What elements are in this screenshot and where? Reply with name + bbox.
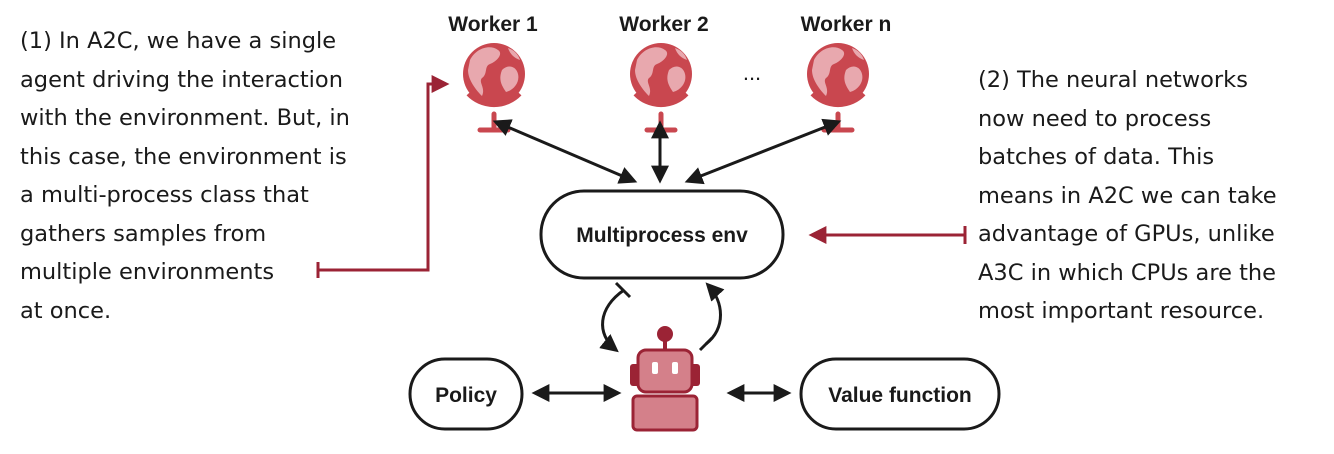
worker-2-label: Worker 2 [619,13,709,36]
worker-n-globe-icon [807,43,869,130]
multiprocess-env-node [539,189,785,280]
worker-1-env-arrow [492,119,638,184]
worker-1-label: Worker 1 [448,13,538,36]
right-note-connector [812,226,967,244]
right-annotation-line: now need to process [978,105,1212,132]
right-annotation-line: A3C in which CPUs are the [978,259,1277,286]
env-to-agent-arrow [599,288,625,353]
env-to-agent-arrow-tail [614,281,632,299]
right-annotation-line: advantage of GPUs, unlike [978,221,1275,247]
left-note-connector [316,84,446,278]
multiprocess-env-label: Multiprocess env [576,224,748,247]
left-annotation-line: (1) In A2C, we have a single [20,28,337,54]
left-annotation: (1) In A2C, we have a single agent drivi… [20,22,350,330]
value-function-node [799,357,1001,431]
left-annotation-line: multiple environments [20,259,275,285]
policy-label: Policy [435,384,497,407]
right-annotation-line: most important resource. [978,298,1265,324]
agent-robot-icon [630,326,700,432]
left-annotation-line: with the environment. But, in [20,105,350,131]
left-annotation-line: this case, the environment is [20,143,347,170]
workers-ellipsis: ... [743,60,761,85]
right-annotation-line: means in A2C we can take [978,182,1277,209]
worker-n-env-arrow [684,118,842,185]
right-annotation-line: batches of data. This [978,144,1215,170]
value-function-label: Value function [828,384,972,407]
agent-to-env-arrow [705,282,725,346]
policy-node [408,357,524,431]
right-annotation: (2) The neural networks now need to proc… [978,61,1277,331]
left-annotation-line: a multi-process class that [20,182,309,208]
left-annotation-line: at once. [20,297,112,324]
left-annotation-line: agent driving the interaction [20,66,343,93]
agent-to-env-arrow-tail [698,336,714,352]
worker-2-globe-icon [630,43,692,130]
right-annotation-line: (2) The neural networks [978,67,1248,93]
worker-n-label: Worker n [801,13,892,36]
left-annotation-line: gathers samples from [20,220,267,247]
worker-1-globe-icon [463,43,525,130]
